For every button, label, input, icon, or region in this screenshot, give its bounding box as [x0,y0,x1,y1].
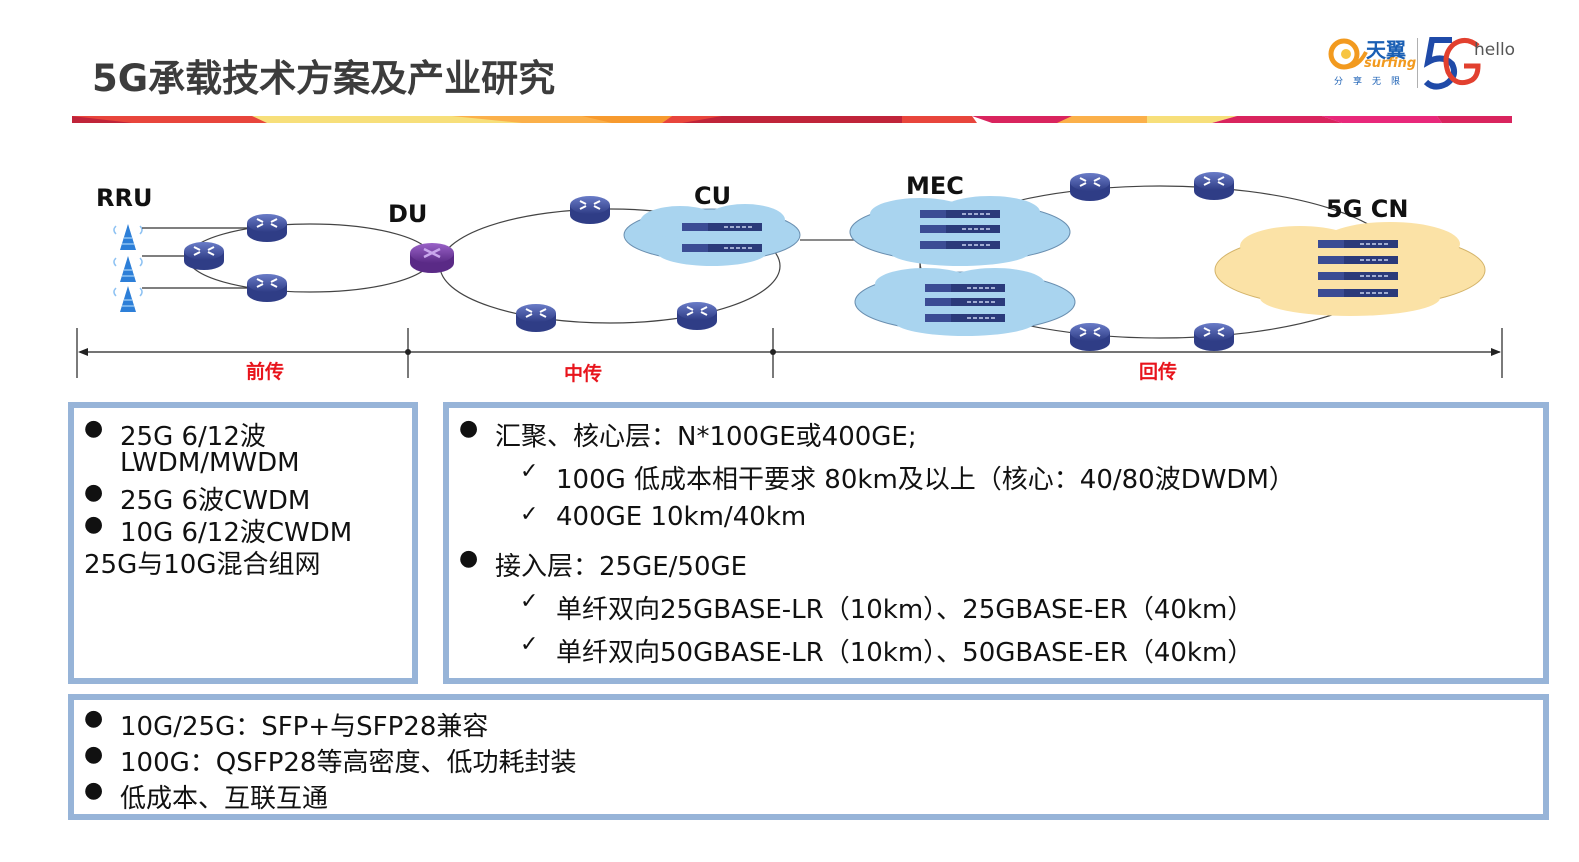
router-icon [569,195,611,225]
router-icon [1069,172,1111,202]
router-icon [246,273,288,303]
server-icon [919,224,1001,234]
list-item: 低成本、互联互通 [84,778,328,815]
bar-seg [1212,116,1342,123]
segment-midhaul: 中传 [564,362,602,385]
5g-logo-icon [1423,37,1481,90]
server-icon [919,240,1001,250]
list-item-continuation: LWDM/MWDM [120,448,300,478]
bar-seg [972,116,1072,123]
list-item: 25G 6波CWDM [84,480,310,517]
mec-cloud-upper [849,196,1071,266]
server-icon [1317,288,1399,298]
list-item: 100G：QSFP28等高密度、低功耗封装 [84,742,577,779]
label-5g-cn: 5G CN [1326,195,1408,223]
label-mec: MEC [906,172,964,200]
fronthaul-ring [187,223,433,293]
fronthaul-panel: 25G 6/12波 LWDM/MWDM 25G 6波CWDM 10G 6/12波… [68,402,418,684]
server-icon [924,297,1006,307]
list-item: 10G/25G：SFP+与SFP28兼容 [84,706,488,743]
server-icon [1317,271,1399,281]
span-axis [76,328,1503,378]
server-icon [919,209,1001,219]
antenna-icon [113,255,143,283]
du-router-icon [410,243,454,273]
router-icon [1069,322,1111,352]
brand-name-en: surfing [1364,56,1417,71]
label-du: DU [388,200,427,228]
label-cu: CU [694,182,731,210]
list-item: 25G 6/12波 [84,416,266,453]
server-icon [681,243,763,253]
bar-seg [1147,116,1237,123]
antenna-icon [113,223,143,251]
segment-fronthaul: 前传 [246,360,284,383]
check-item: 单纤双向25GBASE-LR（10km）、25GBASE-ER（40km） [520,589,1253,626]
antenna-icon [113,285,143,313]
network-diagram: RRU DU CU MEC 5G CN 前传 中传 回传 [76,171,1503,385]
list-item: 10G 6/12波CWDM [84,512,352,549]
core-network-cloud [1214,222,1486,316]
page-title: 5G承载技术方案及产业研究 [92,57,556,100]
server-icon [681,222,763,232]
router-icon [183,241,225,271]
check-item: 100G 低成本相干要求 80km及以上（核心：40/80波DWDM） [520,459,1295,496]
mec-cloud-lower [854,268,1076,336]
server-icon [924,283,1006,293]
logo-divider [1417,38,1418,88]
midhaul-backhaul-panel: 汇聚、核心层：N*100GE或400GE; 100G 低成本相干要求 80km及… [443,402,1549,684]
list-item: 接入层：25GE/50GE [459,546,747,583]
server-icon [1317,239,1399,249]
list-item: 汇聚、核心层：N*100GE或400GE; [459,416,917,453]
list-note: 25G与10G混合组网 [84,550,321,580]
brand-logo: 天翼 surfing 分享无限 hello [1328,34,1528,94]
router-icon [515,303,557,333]
server-icon [924,313,1006,323]
cu-cloud [623,204,801,266]
bar-seg [1437,116,1512,123]
router-icon [1193,171,1235,201]
brand-name-cn: 天翼 [1366,38,1406,62]
rru-antenna-group [113,223,250,313]
check-item: 单纤双向50GBASE-LR（10km）、50GBASE-ER（40km） [520,632,1253,669]
brand-slogan: 分享无限 [1334,77,1411,87]
label-rru: RRU [96,184,152,212]
bar-seg [582,116,672,123]
segment-backhaul: 回传 [1139,360,1177,383]
title-color-bar [72,116,1512,123]
optical-module-panel: 10G/25G：SFP+与SFP28兼容 100G：QSFP28等高密度、低功耗… [68,694,1549,820]
brand-hello: hello [1474,40,1516,60]
router-icon [676,301,718,331]
swirl-logo-icon [1328,38,1368,70]
bar-seg [72,116,272,123]
router-icon [246,213,288,243]
check-item: 400GE 10km/40km [520,502,806,532]
server-icon [1317,255,1399,265]
bar-seg [902,116,977,123]
bar-seg [1322,116,1442,123]
bar-seg [1057,116,1147,123]
bar-seg [682,116,902,123]
bar-seg [72,116,132,123]
router-icon [1193,322,1235,352]
